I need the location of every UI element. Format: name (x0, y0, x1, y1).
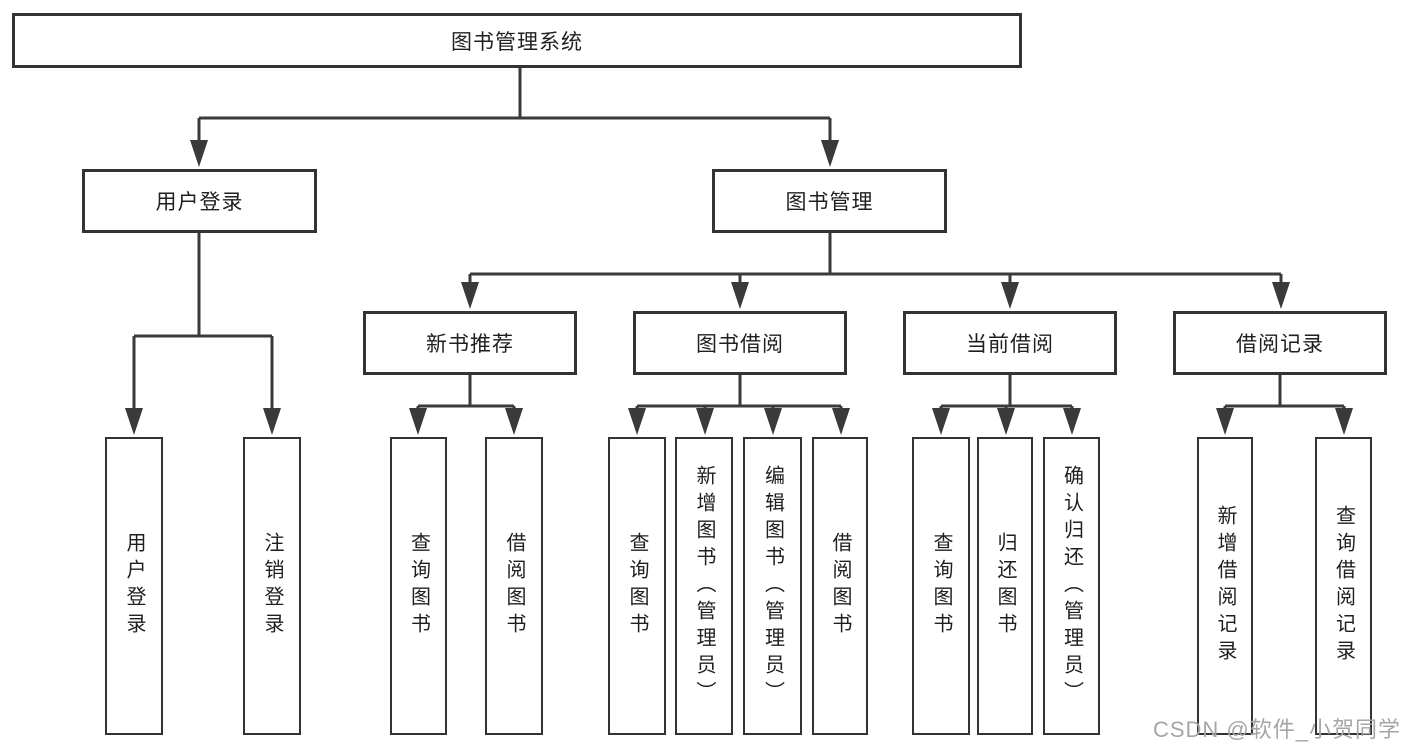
node-label: 借阅记录 (1236, 333, 1324, 356)
node-library-management-system: 图书管理系统 (12, 13, 1022, 68)
csdn-watermark: CSDN @软件_小贺同学 (1152, 717, 1401, 742)
node-label: 查询图书 (930, 532, 952, 640)
leaf-return-books: 归还图书 (977, 437, 1033, 735)
leaf-borrow-books-recommend: 借阅图书 (485, 437, 543, 735)
node-label: 编辑图书（管理员） (761, 464, 784, 708)
node-label: 归还图书 (994, 532, 1016, 640)
leaf-query-books-current: 查询图书 (912, 437, 970, 735)
leaf-user-login: 用户登录 (105, 437, 163, 735)
node-label: 注销登录 (261, 532, 283, 640)
node-label: 查询借阅记录 (1332, 505, 1355, 667)
node-user-login: 用户登录 (82, 169, 317, 233)
node-label: 借阅图书 (503, 532, 525, 640)
node-label: 新增借阅记录 (1214, 505, 1236, 667)
node-label: 查询图书 (407, 532, 430, 640)
node-label: 图书管理 (785, 191, 874, 214)
node-label: 新增图书（管理员） (693, 464, 715, 708)
node-new-book-recommendation: 新书推荐 (363, 311, 577, 375)
leaf-confirm-return-admin: 确认归还（管理员） (1043, 437, 1100, 735)
node-label: 查询图书 (626, 532, 648, 640)
leaf-logout: 注销登录 (243, 437, 301, 735)
leaf-borrow-books: 借阅图书 (812, 437, 868, 735)
leaf-add-borrow-record: 新增借阅记录 (1197, 437, 1253, 735)
node-label: 新书推荐 (426, 333, 514, 356)
node-label: 用户登录 (123, 532, 145, 640)
node-label: 确认归还（管理员） (1060, 464, 1083, 708)
node-label: 图书借阅 (696, 333, 784, 356)
leaf-edit-books-admin: 编辑图书（管理员） (743, 437, 802, 735)
leaf-add-books-admin: 新增图书（管理员） (675, 437, 733, 735)
node-label: 图书管理系统 (451, 30, 583, 54)
node-label: 当前借阅 (966, 333, 1054, 356)
node-book-management: 图书管理 (712, 169, 947, 233)
connector-arrowheads (125, 140, 1353, 435)
leaf-query-books-recommend: 查询图书 (390, 437, 447, 735)
node-current-borrowing: 当前借阅 (903, 311, 1117, 375)
node-label: 借阅图书 (829, 532, 851, 640)
node-borrowing-records: 借阅记录 (1173, 311, 1387, 375)
leaf-query-books-borrowing: 查询图书 (608, 437, 666, 735)
leaf-query-borrow-record: 查询借阅记录 (1315, 437, 1372, 735)
node-label: 用户登录 (155, 191, 244, 214)
node-book-borrowing: 图书借阅 (633, 311, 847, 375)
